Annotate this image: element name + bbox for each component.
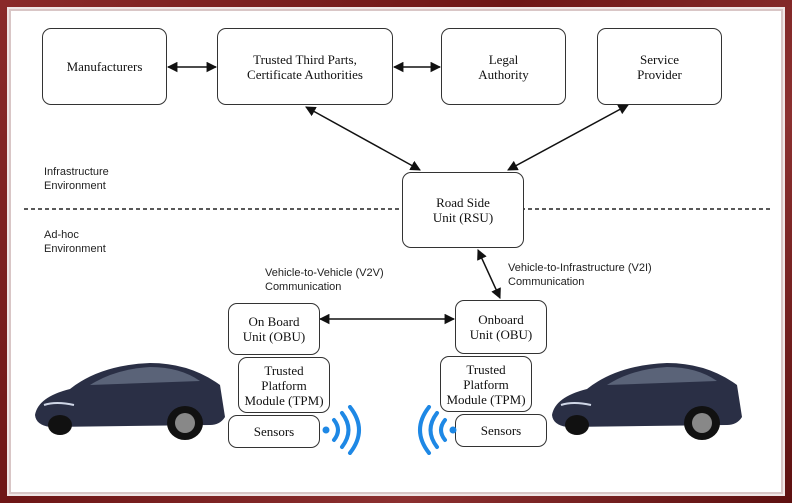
tpm-right-label-line2: Platform — [463, 376, 509, 392]
tpm-right-label-line3: Module (TPM) — [446, 391, 526, 407]
legal-label-line2: Authority — [478, 66, 529, 82]
tpm-left-label-line2: Platform — [261, 377, 307, 393]
infrastructure-environment-label: Infrastructure Environment — [44, 165, 109, 193]
v2v-label-line1: Vehicle-to-Vehicle (V2V) — [265, 267, 384, 279]
adhoc-label-line1: Ad-hoc — [44, 229, 79, 241]
edge-rsu-obu-right — [477, 249, 501, 299]
sensors-left-label: Sensors — [253, 424, 295, 439]
service-provider-node: Service Provider — [597, 28, 722, 105]
ttp-label-line1: Trusted Third Parts, — [253, 51, 357, 67]
obu-left-label-line1: On Board — [248, 314, 300, 329]
ttp-label-line2: Certificate Authorities — [247, 66, 363, 82]
edge-service-rsu — [507, 104, 629, 171]
tpm-right-node: Trusted Platform Module (TPM) — [440, 356, 532, 412]
manufacturers-node: Manufacturers — [42, 28, 167, 105]
v2i-label-line1: Vehicle-to-Infrastructure (V2I) — [508, 262, 652, 274]
manufacturers-label: Manufacturers — [66, 59, 143, 74]
tpm-right-label-line1: Trusted — [466, 361, 506, 377]
v2i-label: Vehicle-to-Infrastructure (V2I) Communic… — [508, 261, 652, 289]
obu-right-node: Onboard Unit (OBU) — [455, 300, 547, 354]
adhoc-environment-label: Ad-hoc Environment — [44, 228, 106, 256]
service-label-line1: Service — [640, 51, 679, 67]
v2v-label-line2: Communication — [265, 281, 342, 293]
tpm-left-label-line1: Trusted — [264, 362, 304, 378]
service-label-line2: Provider — [637, 66, 682, 82]
car-right-image — [552, 363, 742, 440]
obu-right-label-line1: Onboard — [478, 312, 524, 327]
infra-label-line2: Environment — [44, 180, 106, 192]
sensors-left-node: Sensors — [228, 415, 320, 448]
legal-label-line1: Legal — [488, 51, 519, 67]
wireless-signal-icon — [322, 405, 361, 455]
sensors-right-node: Sensors — [455, 414, 547, 447]
tpm-left-label-line3: Module (TPM) — [244, 392, 324, 408]
edge-ttp-rsu — [305, 106, 421, 171]
tpm-left-node: Trusted Platform Module (TPM) — [238, 357, 330, 413]
trusted-third-parties-node: Trusted Third Parts, Certificate Authori… — [217, 28, 393, 105]
car-left-image — [35, 363, 225, 440]
road-side-unit-node: Road Side Unit (RSU) — [402, 172, 524, 248]
infra-label-line1: Infrastructure — [44, 166, 109, 178]
v2i-label-line2: Communication — [508, 276, 585, 288]
obu-left-node: On Board Unit (OBU) — [228, 303, 320, 355]
v2v-label: Vehicle-to-Vehicle (V2V) Communication — [265, 266, 384, 294]
rsu-label-line2: Unit (RSU) — [432, 210, 494, 225]
legal-authority-node: Legal Authority — [441, 28, 566, 105]
adhoc-label-line2: Environment — [44, 243, 106, 255]
sensors-right-label: Sensors — [480, 423, 522, 438]
rsu-label-line1: Road Side — [436, 195, 490, 210]
obu-left-label-line2: Unit (OBU) — [242, 329, 306, 344]
wireless-signal-icon — [418, 405, 457, 455]
obu-right-label-line2: Unit (OBU) — [469, 327, 533, 342]
